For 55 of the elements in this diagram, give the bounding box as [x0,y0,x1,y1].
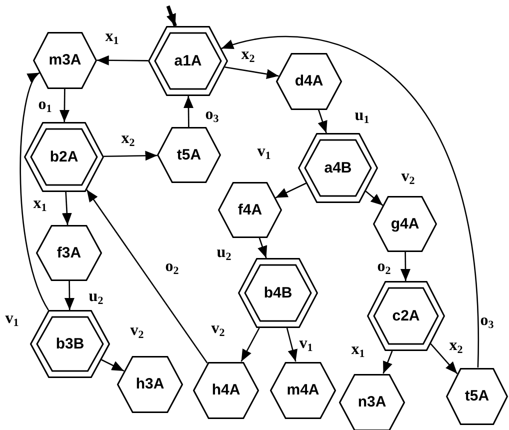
hexagon-state [36,225,102,281]
transition-arrow [275,182,306,198]
transition-arrow [286,328,298,362]
transition-arrow [20,72,49,310]
transition-arrow [101,359,124,372]
state-name: t5A [176,146,202,164]
hexagon-state [218,182,282,238]
hexagon-state [373,196,437,252]
transition-arrow [104,150,158,161]
hexagon-state [193,362,259,418]
state-name: m4A [286,382,320,398]
transition-arrow [86,189,208,364]
state-name: a4B [323,160,353,176]
hexagon-state [339,374,405,430]
transition-arrow [221,36,479,368]
transition-arrow [166,5,177,27]
transition-arrow [400,252,410,281]
transition-arrow [240,328,260,362]
hexagon-state [270,362,336,418]
state-name: b2A [48,148,80,166]
double-hexagon-state [148,26,228,96]
state-name: d4A [294,72,324,90]
state-name: h3A [134,376,166,392]
transition-arrow [258,238,268,258]
state-name: c2A [391,308,421,324]
double-hexagon-state [367,281,445,351]
state-name: f3A [56,244,82,262]
hexagon-state [276,52,342,110]
transition-arrow [184,96,194,127]
hexagon-state [157,127,221,183]
transition-arrow [59,88,70,122]
state-name: a1A [173,52,203,70]
state-name: b4B [262,284,294,302]
state-name: m3A [48,52,82,68]
transition-arrow [382,350,393,374]
state-name: t5A [464,388,490,404]
double-hexagon-state [30,310,110,378]
double-hexagon-state [298,133,378,203]
transition-arrow [224,66,279,79]
hexagon-state [117,356,183,412]
transition-arrow [365,190,384,206]
hexagon-state [446,368,508,424]
state-name: b3B [54,336,86,352]
transition-arrow [430,343,458,374]
state-name: g4A [390,216,420,232]
transition-arrow [62,192,72,226]
double-hexagon-state [24,122,104,192]
transition-arrow [64,281,74,310]
transition-arrow [96,55,148,66]
state-name: n3A [356,394,388,410]
state-name: h4A [210,382,242,398]
transition-arrow [318,109,328,134]
double-hexagon-state [238,258,318,328]
state-name: f4A [236,202,264,218]
hexagon-state [33,32,97,88]
